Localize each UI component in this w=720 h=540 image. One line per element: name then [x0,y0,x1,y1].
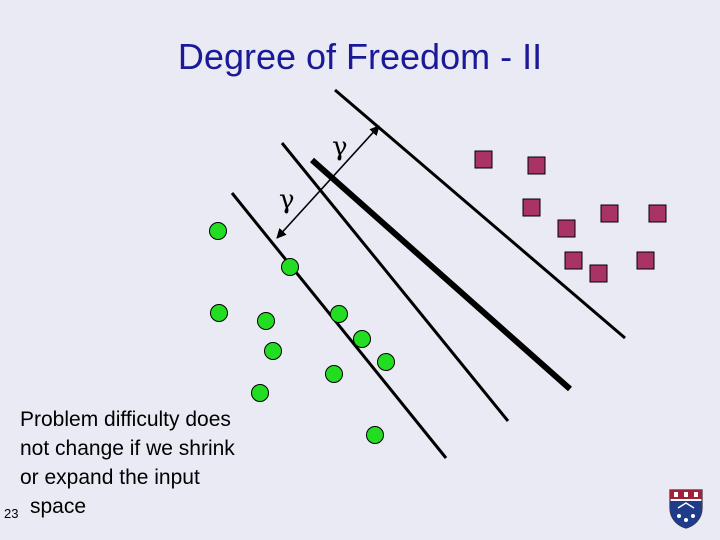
margin-line-lower [230,192,448,459]
circle-point [377,353,395,371]
square-point [557,219,576,238]
circle-point [257,312,275,330]
circle-point [281,258,299,276]
gamma-label-upper: γ [332,132,348,162]
circle-point [330,305,348,323]
slide-title: Degree of Freedom - II [177,36,543,77]
square-point [564,251,583,270]
square-point [522,198,541,217]
caption-line: not change if we shrink [20,437,235,460]
university-shield-icon [669,489,703,529]
square-point [474,150,493,169]
square-point [589,264,608,283]
circle-point [251,384,269,402]
circle-point [366,426,384,444]
square-point [527,156,546,175]
circle-point [325,365,343,383]
circle-point [209,222,227,240]
negative-class-points [474,150,667,283]
caption-line: or expand the input [20,466,200,489]
circle-point [353,330,371,348]
decision-boundary [310,157,572,392]
margin-arrow [276,125,380,239]
margin-line-upper [334,88,626,340]
caption-text: Problem difficulty does not change if we… [20,405,290,521]
circle-point [264,342,282,360]
square-point [636,251,655,270]
caption-line: Problem difficulty does [20,408,231,431]
circle-point [210,304,228,322]
caption-line: space [30,495,87,518]
square-point [600,204,619,223]
positive-class-points [209,222,395,444]
gamma-label-lower: γ [279,185,295,215]
margin-line-inner-left [280,142,510,422]
slide-number: 23 [4,506,19,521]
square-point [648,204,667,223]
